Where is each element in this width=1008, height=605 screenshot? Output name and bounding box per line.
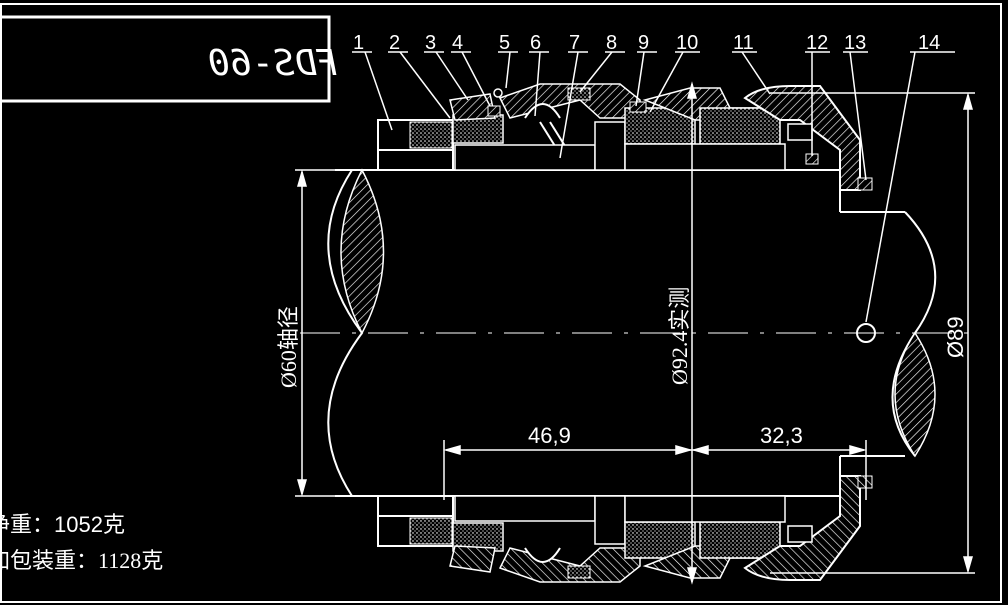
- net-weight-label: 净重：: [0, 512, 54, 537]
- packed-weight-line: 加包装重：1128克: [0, 548, 163, 573]
- outer-diameter-label: Ø89: [943, 316, 968, 358]
- part-number-2: 2: [389, 32, 400, 54]
- set-screw-circle: [856, 323, 876, 343]
- title-box: [0, 15, 331, 103]
- model-label: FDS-60: [208, 43, 338, 84]
- seal-assembly-bottom: [377, 475, 873, 583]
- part-number-labels: 1 2 3 4 5 6 7 8 9 10 11 12 13 14: [353, 32, 940, 54]
- packed-weight-value: 1128克: [98, 548, 163, 573]
- length-dimension: [443, 440, 867, 500]
- shaft-diameter-label: Ø60轴径: [276, 306, 301, 388]
- weight-notes: 净重：1052克 加包装重：1128克: [0, 512, 163, 573]
- outer-diameter-dimension: [770, 92, 975, 574]
- packed-weight-label: 加包装重：: [0, 548, 98, 573]
- leader-lines: [352, 51, 955, 323]
- drawing-frame: [0, 3, 1002, 603]
- shaft-break-section: [340, 168, 385, 335]
- part-number-9: 9: [638, 32, 649, 54]
- measured-diameter-dimension: [687, 81, 697, 585]
- seal-assembly-top: [377, 83, 873, 191]
- part-number-3: 3: [425, 32, 436, 54]
- length-right-label: 32,3: [760, 423, 803, 448]
- length-left-label: 46,9: [528, 423, 571, 448]
- part-number-4: 4: [452, 32, 463, 54]
- part-number-14: 14: [918, 32, 940, 54]
- part-number-13: 13: [844, 32, 866, 54]
- part-number-8: 8: [606, 32, 617, 54]
- shaft-diameter-dimension: [295, 169, 340, 497]
- part-number-7: 7: [569, 32, 580, 54]
- measured-diameter-label: Ø92.4实测: [667, 287, 692, 385]
- net-weight-line: 净重：1052克: [0, 512, 125, 537]
- shaft-right-section: [894, 331, 936, 458]
- part-number-1: 1: [353, 32, 364, 54]
- part-number-6: 6: [530, 32, 541, 54]
- part-number-12: 12: [806, 32, 828, 54]
- part-number-11: 11: [733, 32, 754, 54]
- part-number-10: 10: [676, 32, 698, 54]
- part-number-5: 5: [499, 32, 510, 54]
- net-weight-value: 1052克: [54, 512, 125, 537]
